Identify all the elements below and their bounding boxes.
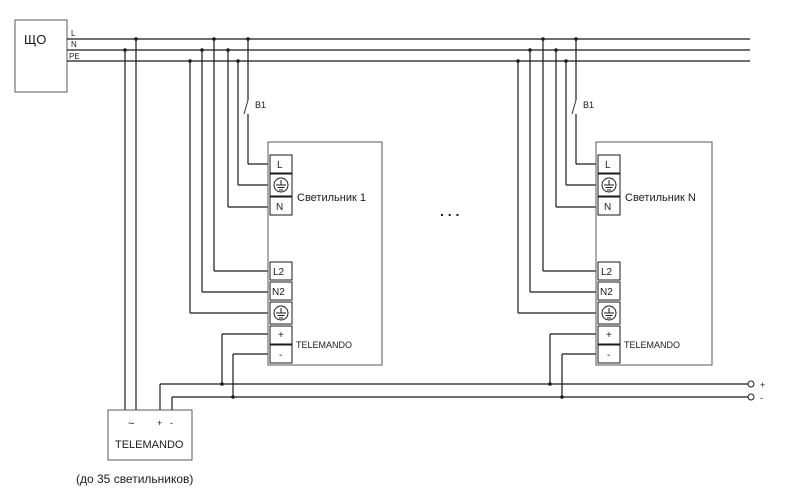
junction-dot [123,48,127,52]
junction-dot [220,382,224,386]
ellipsis: . . . [440,203,459,219]
controller-feed [123,37,138,410]
terminal-n2 [597,281,621,301]
terminal-minus [597,344,621,364]
dim-interface-label: TELEMANDO [624,340,680,350]
switch-label: В1 [255,100,266,110]
dim-interface-label: TELEMANDO [296,340,352,350]
terminal-plus-label: + [278,330,284,341]
dimming-bus: + - [159,380,765,410]
terminal-l-label: L [277,160,283,171]
controller-minus: - [170,418,173,428]
controller-label: TELEMANDO [115,439,184,451]
bus-out-minus-label: - [760,393,763,403]
terminal-l [269,154,293,174]
terminal-plus [269,325,293,345]
terminal-n [269,196,293,216]
switch-contact [571,99,577,115]
terminal-minus-label: - [607,350,610,361]
terminal-l2 [269,261,293,281]
bus-label-pe: PE [69,52,80,61]
terminal-minus-label: - [279,350,282,361]
panel-label: ЩО [24,32,46,47]
controller: ~ + - TELEMANDO (до 35 светильников) [76,409,193,486]
luminaire-title: Светильник N [625,192,696,204]
junction-dot [548,382,552,386]
bus-label-n: N [71,40,77,49]
junction-dot [560,395,564,399]
bus-out-terminal-minus [747,393,755,401]
distribution-panel: ЩО [14,19,68,93]
junction-dot [134,37,138,41]
controller-tilde: ~ [128,418,134,430]
panel-box [14,19,68,93]
controller-plus: + [157,418,162,428]
switch-contact [243,99,249,115]
terminal-minus [269,344,293,364]
luminaire-title: Светильник 1 [297,192,366,204]
terminal-n2-label: N2 [272,287,285,298]
terminal-n2 [269,281,293,301]
terminal-plus-label: + [606,330,612,341]
terminal-l2-label: L2 [273,267,285,278]
luminaire-1: В1 Светильник 1 L [188,37,383,397]
luminaire-n: В1 Светильник N L N L2 N2 [516,37,713,397]
bus-label-l: L [71,29,76,38]
junction-dot [231,395,235,399]
terminal-l2-label: L2 [601,267,613,278]
terminal-n-label: N [276,202,283,213]
main-bus: L N PE [67,29,750,62]
terminal-n-label: N [604,202,611,213]
terminal-l [597,154,621,174]
terminal-l2 [597,261,621,281]
bus-out-plus-label: + [760,380,765,390]
terminal-n2-label: N2 [600,287,613,298]
earth-icon [601,305,617,321]
terminal-plus [597,325,621,345]
controller-note: (до 35 светильников) [76,472,193,486]
earth-icon [273,305,289,321]
terminal-l-label: L [605,160,611,171]
earth-icon [273,177,289,193]
earth-icon [601,177,617,193]
bus-out-terminal-plus [747,380,755,388]
switch-label: В1 [583,100,594,110]
controller-box [107,409,193,461]
terminal-n [597,196,621,216]
